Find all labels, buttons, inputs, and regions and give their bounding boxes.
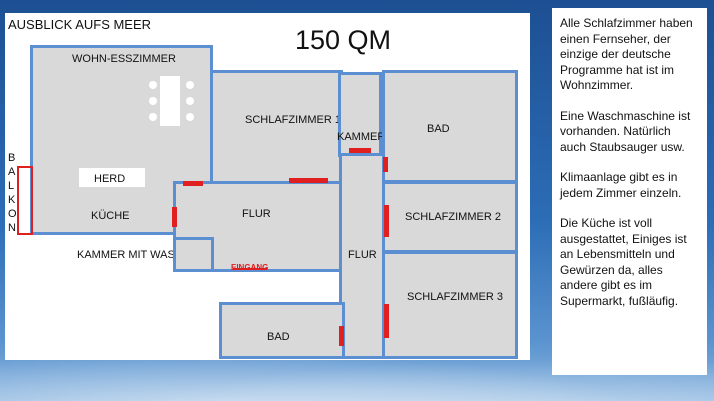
label-schlafzimmer-3: SCHLAFZIMMER 3 bbox=[407, 291, 503, 303]
label-bad-bottom: BAD bbox=[267, 331, 290, 343]
balkon-letter: B bbox=[8, 152, 16, 164]
balkon-letter: O bbox=[8, 208, 17, 220]
label-kammer: KAMMER bbox=[337, 131, 386, 143]
label-kammer-waschm: KAMMER MIT WASCHM. bbox=[77, 249, 203, 261]
plan-area: 150 QM bbox=[295, 25, 392, 55]
room-kammer-waschm bbox=[173, 237, 214, 272]
label-flur-left: FLUR bbox=[242, 208, 271, 220]
label-schlafzimmer-1: SCHLAFZIMMER 1 bbox=[245, 114, 341, 126]
room-schlafzimmer-2 bbox=[382, 181, 518, 253]
door-eingang bbox=[233, 268, 267, 270]
label-kueche: KÜCHE bbox=[91, 210, 130, 222]
door-wohn-flur bbox=[183, 181, 203, 186]
balkon-outline bbox=[17, 166, 33, 235]
plan-title: AUSBLICK AUFS MEER bbox=[8, 17, 152, 32]
balkon-letter: K bbox=[8, 194, 16, 206]
label-schlafzimmer-2: SCHLAFZIMMER 2 bbox=[405, 211, 501, 223]
dining-chair bbox=[186, 113, 194, 121]
label-bad-top: BAD bbox=[427, 123, 450, 135]
balkon-letter: A bbox=[8, 166, 16, 178]
door-schlafzimmer-1 bbox=[289, 178, 328, 183]
dining-chair bbox=[186, 97, 194, 105]
dining-chair bbox=[186, 81, 194, 89]
info-paragraph: Alle Schlafzimmer haben einen Fernseher,… bbox=[560, 16, 693, 92]
label-wohn-esszimmer: WOHN-ESSZIMMER bbox=[72, 53, 176, 65]
label-herd: HERD bbox=[94, 173, 126, 185]
herd-box bbox=[79, 168, 145, 187]
label-flur-right: FLUR bbox=[348, 249, 377, 261]
dining-chair bbox=[149, 97, 157, 105]
door-kammer bbox=[349, 148, 371, 153]
door-kueche-flur bbox=[172, 207, 177, 227]
door-bad-bottom bbox=[339, 326, 344, 346]
room-schlafzimmer-3 bbox=[382, 251, 518, 359]
dining-table bbox=[160, 76, 180, 126]
dining-chair bbox=[149, 81, 157, 89]
balkon-letter: N bbox=[8, 222, 16, 234]
room-schlafzimmer-1 bbox=[210, 70, 343, 184]
info-panel: Alle Schlafzimmer haben einen Fernseher,… bbox=[552, 8, 707, 375]
door-schlafzimmer-2 bbox=[384, 205, 389, 237]
door-bad-top bbox=[383, 157, 388, 172]
room-bad-top bbox=[382, 70, 518, 183]
room-kammer bbox=[338, 72, 382, 157]
info-paragraph: Eine Waschmaschine ist vorhanden. Natürl… bbox=[560, 108, 691, 154]
room-bad-bottom bbox=[219, 302, 345, 359]
floor-plan: AUSBLICK AUFS MEER 150 QM WOHN-ESSZIMMER… bbox=[5, 13, 530, 360]
info-paragraph: Die Küche ist voll ausgestattet, Einiges… bbox=[560, 216, 687, 308]
label-eingang: EINGANG bbox=[231, 263, 268, 272]
door-schlafzimmer-3 bbox=[384, 304, 389, 338]
balkon-letter: L bbox=[8, 180, 15, 192]
dining-chair bbox=[149, 113, 157, 121]
info-paragraph: Klimaanlage gibt es in jedem Zimmer einz… bbox=[560, 170, 682, 200]
